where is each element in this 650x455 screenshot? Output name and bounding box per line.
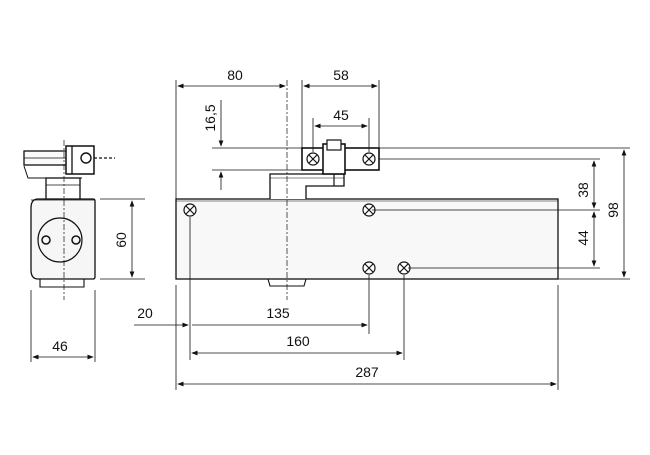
screw-front-bottom-1 bbox=[362, 261, 376, 275]
side-view-axle bbox=[37, 217, 83, 263]
dim-side-width: 46 bbox=[52, 338, 68, 354]
dim-side-height: 60 bbox=[113, 232, 129, 248]
dim-top-offset: 80 bbox=[227, 67, 243, 83]
dim-bracket-width: 58 bbox=[333, 67, 349, 83]
dim-hole-offset: 20 bbox=[137, 305, 153, 321]
screws bbox=[183, 152, 411, 275]
screw-bracket-right bbox=[362, 152, 376, 166]
side-view-body bbox=[30, 198, 96, 280]
screw-bracket-left bbox=[306, 152, 320, 166]
screw-front-bottom-2 bbox=[397, 261, 411, 275]
dim-right-height-2: 44 bbox=[575, 230, 591, 246]
dim-total-length: 287 bbox=[355, 364, 379, 380]
side-view bbox=[23, 145, 115, 288]
bottom-dimensions bbox=[134, 217, 559, 390]
top-dimensions bbox=[175, 80, 380, 199]
dim-bracket-hole-spacing: 45 bbox=[333, 107, 349, 123]
dim-bracket-vertical: 16,5 bbox=[202, 104, 218, 131]
dim-right-height-total: 98 bbox=[605, 202, 621, 218]
dim-hole-spacing-2: 160 bbox=[286, 333, 310, 349]
side-dimensions bbox=[30, 198, 145, 362]
dim-right-height-1: 38 bbox=[575, 182, 591, 198]
screw-front-left bbox=[183, 203, 197, 217]
dim-hole-spacing-1: 135 bbox=[266, 305, 290, 321]
right-dimensions bbox=[372, 147, 630, 280]
